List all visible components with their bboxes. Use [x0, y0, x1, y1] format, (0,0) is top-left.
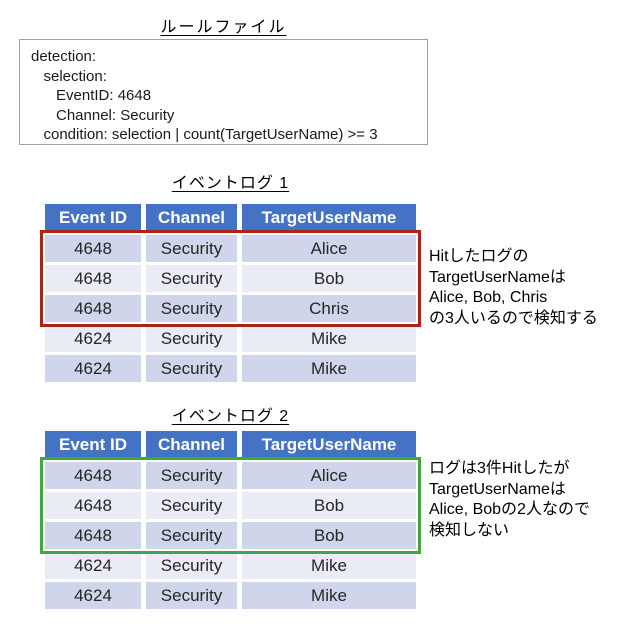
rule-file-title-text: ルールファイル	[160, 19, 287, 36]
table-cell: Security	[146, 462, 242, 492]
table-cell: 4624	[45, 325, 146, 355]
table-cell: Alice	[242, 462, 416, 492]
column-header-channel: Channel	[146, 204, 242, 235]
table-header-row: Event ID Channel TargetUserName	[45, 204, 416, 235]
table-cell: 4648	[45, 235, 146, 265]
event-log-1-annotation: Hitしたログの TargetUserNameは Alice, Bob, Chr…	[429, 248, 598, 327]
table-cell: Mike	[242, 325, 416, 355]
table-cell: Security	[146, 582, 242, 612]
event-log-2-title-text: イベントログ 2	[171, 408, 290, 425]
table-cell: Bob	[242, 265, 416, 295]
table-cell: 4648	[45, 295, 146, 325]
table-cell: Chris	[242, 295, 416, 325]
table-cell: Bob	[242, 522, 416, 552]
table-cell: 4648	[45, 462, 146, 492]
table-cell: 4648	[45, 492, 146, 522]
table-cell: Mike	[242, 582, 416, 612]
rule-line-channel: Channel: Security	[31, 106, 175, 124]
rule-file-box: detection: selection: EventID: 4648 Chan…	[19, 39, 428, 145]
rule-file-title: ルールファイル	[19, 13, 428, 37]
column-header-event-id: Event ID	[45, 204, 146, 235]
table-header-row: Event ID Channel TargetUserName	[45, 431, 416, 462]
event-log-2-annotation: ログは3件Hitしたが TargetUserNameは Alice, Bobの2…	[429, 460, 590, 539]
rule-line-condition: condition: selection | count(TargetUserN…	[31, 126, 378, 143]
table-cell: Mike	[242, 552, 416, 582]
event-log-2-title: イベントログ 2	[45, 402, 416, 426]
column-header-targetusername: TargetUserName	[242, 431, 416, 462]
table-cell: Security	[146, 235, 242, 265]
table-cell: Security	[146, 492, 242, 522]
column-header-event-id: Event ID	[45, 431, 146, 462]
rule-line-detection: detection:	[31, 48, 97, 65]
column-header-targetusername: TargetUserName	[242, 204, 416, 235]
table-cell: Security	[146, 552, 242, 582]
table-cell: Security	[146, 325, 242, 355]
table-cell: Security	[146, 265, 242, 295]
column-header-channel: Channel	[146, 431, 242, 462]
table-cell: Alice	[242, 235, 416, 265]
table-cell: 4648	[45, 522, 146, 552]
table-cell: Security	[146, 355, 242, 385]
rule-line-selection: selection:	[31, 67, 107, 85]
event-log-1-title-text: イベントログ 1	[171, 175, 290, 192]
table-cell: Bob	[242, 492, 416, 522]
table-cell: 4624	[45, 552, 146, 582]
table-cell: 4624	[45, 355, 146, 385]
rule-line-eventid: EventID: 4648	[31, 87, 152, 104]
table-cell: 4648	[45, 265, 146, 295]
table-cell: 4624	[45, 582, 146, 612]
table-cell: Security	[146, 522, 242, 552]
event-log-1-title: イベントログ 1	[45, 169, 416, 193]
table-cell: Security	[146, 295, 242, 325]
table-cell: Mike	[242, 355, 416, 385]
